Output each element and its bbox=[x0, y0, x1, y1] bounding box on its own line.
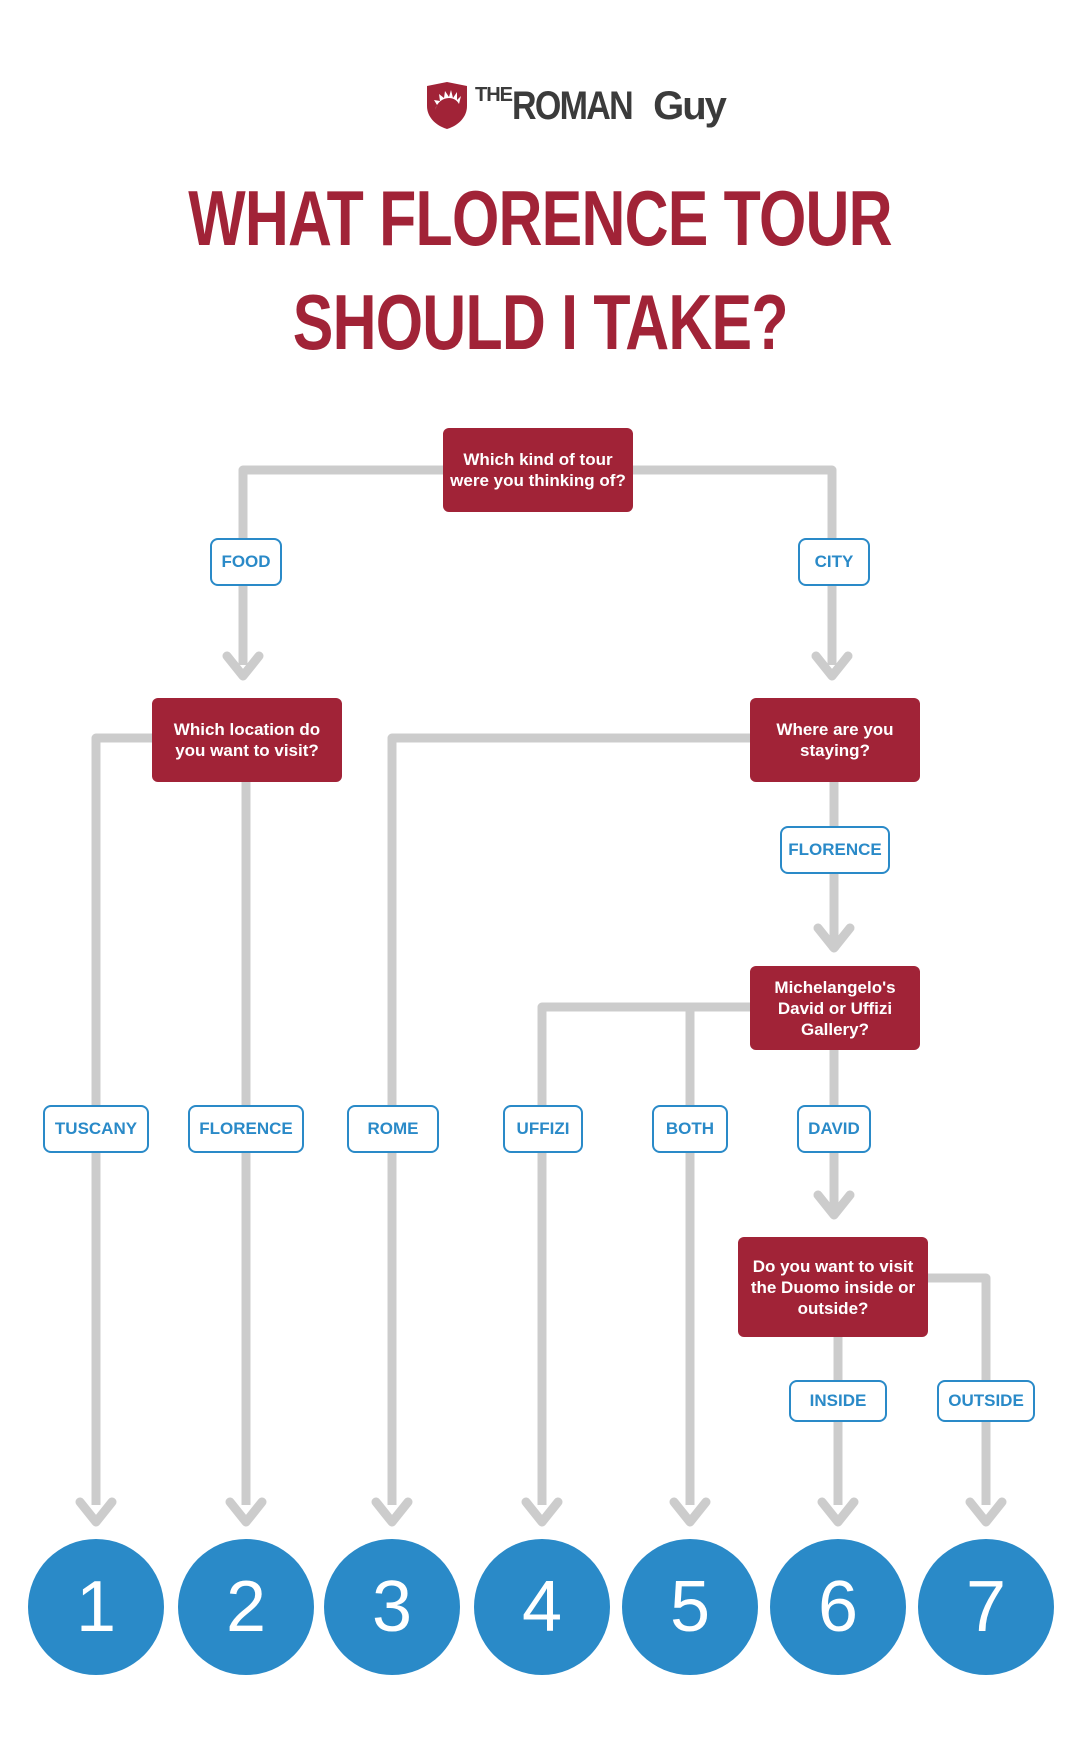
arrow-staying bbox=[813, 923, 855, 953]
connector-uffizi bbox=[537, 1002, 750, 1505]
arrow-outcome-3 bbox=[371, 1497, 413, 1527]
answer-florence-stay: FLORENCE bbox=[780, 826, 890, 874]
brand-guy: Guy bbox=[653, 84, 727, 128]
outcome-7: 7 bbox=[918, 1539, 1054, 1675]
answer-rome: ROME bbox=[347, 1105, 439, 1153]
brand-roman: ROMAN bbox=[512, 84, 634, 128]
outcome-4: 4 bbox=[474, 1539, 610, 1675]
answer-florence-location: FLORENCE bbox=[188, 1105, 304, 1153]
answer-outside: OUTSIDE bbox=[937, 1380, 1035, 1422]
connector-city bbox=[632, 465, 837, 665]
answer-uffizi: UFFIZI bbox=[503, 1105, 583, 1153]
answer-food: FOOD bbox=[210, 538, 282, 586]
arrow-outcome-2 bbox=[225, 1497, 267, 1527]
answer-david: DAVID bbox=[797, 1105, 871, 1153]
arrow-outcome-4 bbox=[521, 1497, 563, 1527]
answer-both: BOTH bbox=[652, 1105, 728, 1153]
question-location: Which location do you want to visit? bbox=[152, 698, 342, 782]
page-title-line1: WHAT FLORENCE TOUR bbox=[188, 174, 892, 262]
outcome-2: 2 bbox=[178, 1539, 314, 1675]
outcome-1: 1 bbox=[28, 1539, 164, 1675]
question-david-or-uffizi: Michelangelo's David or Uffizi Gallery? bbox=[750, 966, 920, 1050]
connector-tuscany bbox=[91, 733, 154, 1505]
outcome-3: 3 bbox=[324, 1539, 460, 1675]
brand-logo: THEROMAN Guy bbox=[423, 80, 727, 136]
page-title-line2: SHOULD I TAKE? bbox=[292, 278, 789, 366]
question-staying: Where are you staying? bbox=[750, 698, 920, 782]
connector-food bbox=[238, 465, 445, 665]
answer-city: CITY bbox=[798, 538, 870, 586]
outcome-5: 5 bbox=[622, 1539, 758, 1675]
shield-logo-icon bbox=[427, 82, 467, 129]
brand-wordmark: THEROMAN Guy bbox=[475, 84, 727, 129]
answer-inside: INSIDE bbox=[789, 1380, 887, 1422]
question-tour-kind: Which kind of tour were you thinking of? bbox=[443, 428, 633, 512]
connector-outside bbox=[927, 1273, 991, 1505]
arrow-outcome-1 bbox=[75, 1497, 117, 1527]
arrow-city bbox=[811, 651, 853, 681]
arrow-outcome-6 bbox=[817, 1497, 859, 1527]
brand-the: THE bbox=[475, 84, 513, 106]
arrow-outcome-7 bbox=[965, 1497, 1007, 1527]
answer-tuscany: TUSCANY bbox=[43, 1105, 149, 1153]
connector-rome bbox=[387, 733, 750, 1505]
arrow-food bbox=[222, 651, 264, 681]
arrow-david bbox=[813, 1190, 855, 1220]
outcome-6: 6 bbox=[770, 1539, 906, 1675]
arrow-outcome-5 bbox=[669, 1497, 711, 1527]
question-duomo: Do you want to visit the Duomo inside or… bbox=[738, 1237, 928, 1337]
